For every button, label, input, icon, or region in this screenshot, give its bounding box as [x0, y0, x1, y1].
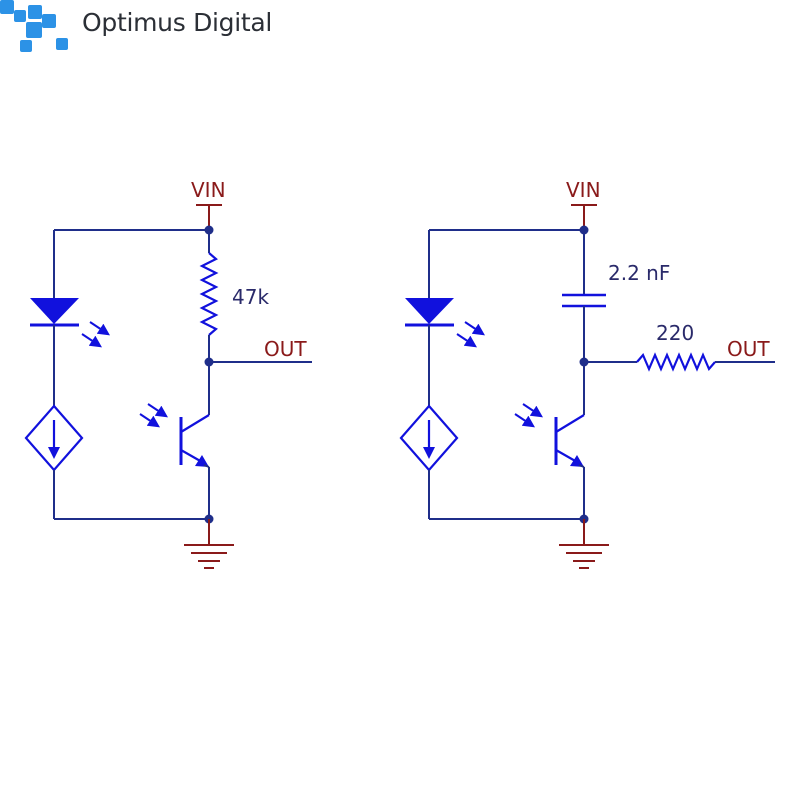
circuit-capacitor-rc: VIN 2.2 nF 220 OUT	[399, 178, 775, 569]
current-source-icon	[399, 404, 459, 472]
vin-label: VIN	[191, 178, 226, 202]
resistor-value-label: 47k	[232, 285, 269, 309]
current-source-icon	[24, 404, 84, 472]
optimus-logo-icon	[0, 0, 68, 52]
resistor-47k	[199, 252, 219, 336]
capacitor-value-label: 2.2 nF	[608, 261, 670, 285]
circuit-resistor-pullup: VIN 47k OUT	[24, 178, 312, 569]
light-arrows-icon	[81, 321, 110, 348]
out-label: OUT	[264, 337, 307, 361]
header: Optimus Digital	[0, 0, 800, 60]
resistor-value-label: 220	[656, 321, 694, 345]
phototransistor-icon	[554, 414, 585, 468]
light-arrows-icon	[456, 321, 485, 348]
brand-name: Optimus Digital	[82, 8, 273, 37]
ground-icon	[184, 519, 234, 569]
resistor-220	[636, 352, 716, 372]
led-icon	[30, 298, 79, 327]
light-arrows-icon	[514, 403, 543, 428]
vin-label: VIN	[566, 178, 601, 202]
out-label: OUT	[727, 337, 770, 361]
capacitor-icon	[562, 293, 606, 308]
ground-icon	[559, 519, 609, 569]
led-icon	[405, 298, 454, 327]
light-arrows-icon	[139, 403, 168, 428]
phototransistor-icon	[179, 414, 210, 468]
